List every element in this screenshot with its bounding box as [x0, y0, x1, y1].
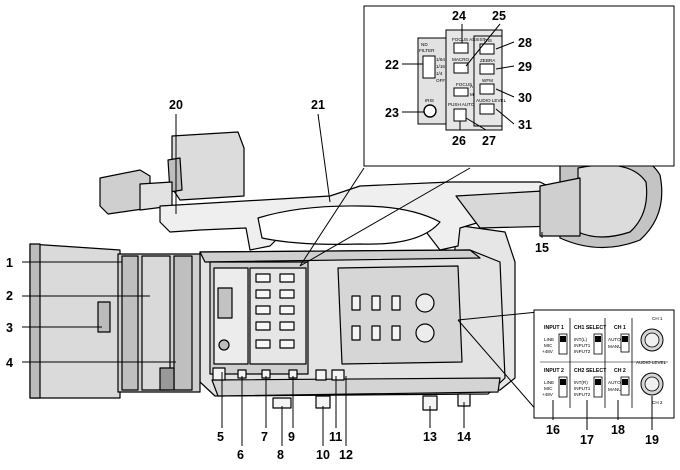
callout-23: 23	[385, 106, 399, 120]
focus-label: FOCUS	[456, 82, 472, 87]
callout-numbers: 1 2 3 4 5 6 7 8 9 10 11 12 13 14 15 16 1…	[6, 98, 659, 462]
ch1-auto-label: AUTO	[608, 337, 621, 342]
callout-13: 13	[423, 430, 437, 444]
ch2-select-label: CH2 SELECT	[574, 368, 607, 374]
callout-18: 18	[611, 423, 625, 437]
callout-20: 20	[169, 98, 183, 112]
ch1-intl-label: INT(L)	[574, 337, 587, 342]
nd-filter-label: FILTER	[419, 48, 435, 53]
dial-audio-level-label: AUDIO LEVEL	[636, 360, 667, 365]
callout-25: 25	[492, 9, 506, 23]
callout-10: 10	[316, 448, 330, 462]
audio-inset-panel: INPUT 1 LINE MIC +48V INPUT 2 LINE MIC +…	[533, 309, 675, 430]
callout-9: 9	[288, 430, 295, 444]
callout-17: 17	[580, 433, 594, 447]
dial-ch1-label: CH 1	[652, 316, 663, 321]
callout-30: 30	[518, 91, 532, 105]
zebra-label: ZEBRA	[480, 58, 496, 63]
ch1-label: CH 1	[614, 325, 626, 331]
input2-label: INPUT 2	[544, 368, 564, 374]
macro-label: MACRO	[452, 57, 470, 62]
callout-28: 28	[518, 36, 532, 50]
ch2-label: CH 2	[614, 368, 626, 374]
callout-16: 16	[546, 423, 560, 437]
callout-11: 11	[329, 430, 342, 444]
input2-48v-label: +48V	[542, 392, 554, 397]
input1-mic-label: MIC	[544, 343, 553, 348]
ch2-input2-label: INPUT2	[574, 392, 591, 397]
callout-22: 22	[385, 58, 399, 72]
callout-7: 7	[261, 430, 268, 444]
input1-label: INPUT 1	[544, 325, 564, 331]
callout-21: 21	[311, 98, 325, 112]
callout-31: 31	[518, 118, 532, 132]
ch1-input1-label: INPUT1	[574, 343, 591, 348]
ch1-input2-label: INPUT2	[574, 349, 591, 354]
focus-m-label: M	[470, 92, 474, 97]
ch2-manu-label: MANU	[608, 387, 622, 392]
callout-4: 4	[6, 356, 13, 370]
push-auto-label: PUSH AUTO	[448, 102, 475, 107]
callout-6: 6	[237, 448, 244, 462]
audio-level-label: AUDIO LEVEL	[476, 98, 507, 103]
focus-a-label: A	[470, 84, 474, 89]
callout-19: 19	[645, 433, 659, 447]
callout-3: 3	[6, 321, 13, 335]
callout-14: 14	[457, 430, 471, 444]
callout-1: 1	[6, 256, 13, 270]
camera-illustration	[29, 131, 663, 411]
nd-1-64-label: 1/64	[436, 57, 445, 62]
ch1-select-label: CH1 SELECT	[574, 325, 607, 331]
wfm-label: WFM	[482, 78, 493, 83]
dial-ch2-label: CH 2	[652, 400, 663, 405]
nd-label: ND	[421, 42, 428, 47]
ch2-input1-label: INPUT1	[574, 386, 591, 391]
nd-1-4-label: 1/4	[436, 71, 443, 76]
top-inset-panel: ND FILTER 1/64 1/16 1/4 OFF IRIS FOCUS A…	[363, 5, 675, 167]
input1-line-label: LINE	[544, 337, 554, 342]
callout-15: 15	[535, 241, 549, 255]
iris-label: IRIS	[425, 98, 434, 103]
nd-1-16-label: 1/16	[436, 64, 445, 69]
callout-26: 26	[452, 134, 466, 148]
callout-8: 8	[277, 448, 284, 462]
nd-off-label: OFF	[436, 78, 445, 83]
focus-assist-label: FOCUS ASSIST	[452, 37, 486, 42]
callout-24: 24	[452, 9, 466, 23]
callout-2: 2	[6, 289, 13, 303]
callout-27: 27	[482, 134, 496, 148]
callout-5: 5	[217, 430, 224, 444]
input1-48v-label: +48V	[542, 349, 554, 354]
callout-12: 12	[339, 448, 353, 462]
callout-lines	[22, 113, 543, 446]
ch2-auto-label: AUTO	[608, 380, 621, 385]
ch1-manu-label: MANU	[608, 344, 622, 349]
ois-label: OIS	[484, 38, 492, 43]
ch2-intr-label: INT(R)	[574, 380, 588, 385]
input2-line-label: LINE	[544, 380, 554, 385]
callout-29: 29	[518, 60, 532, 74]
input2-mic-label: MIC	[544, 386, 553, 391]
